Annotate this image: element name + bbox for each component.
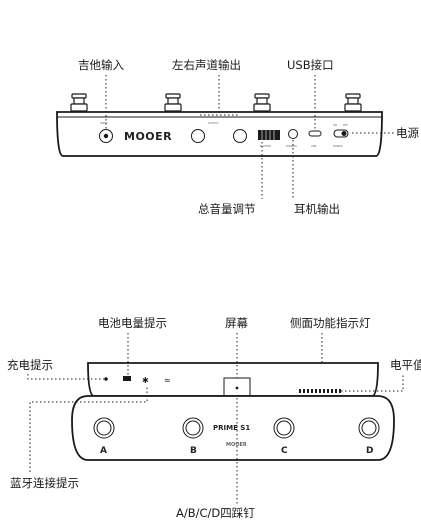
on-tag: ON	[333, 123, 337, 127]
label-side-indicator: 侧面功能指示灯	[290, 316, 371, 330]
footswitch-c: C	[273, 417, 295, 456]
master-tag: MASTER	[260, 144, 271, 148]
top-footswitch-knobs	[70, 93, 362, 112]
power-switch	[333, 129, 349, 138]
top-panel-view: ✱ ≈ A B	[71, 362, 395, 461]
guitar-input-jack	[99, 129, 113, 143]
label-master-volume: 总音量调节	[198, 202, 256, 216]
left-output-jack	[191, 129, 205, 143]
off-tag: OFF	[343, 123, 349, 127]
master-volume-wheel	[258, 130, 280, 140]
model-name: PRIME S1	[213, 424, 250, 432]
bottom-brand: MOOER	[226, 442, 247, 448]
footswitch-d-label: D	[366, 446, 373, 456]
right-output-jack	[233, 129, 247, 143]
phones-tag: PHONES	[286, 144, 297, 148]
bluetooth-icon: ✱	[142, 376, 149, 385]
footswitch-a-label: A	[100, 446, 107, 456]
label-level-indicator: 电平值	[390, 358, 421, 372]
usb-tag: USB	[311, 144, 317, 148]
rear-panel-callouts: 吉他输入 左右声道输出 USB接口 电源 总音量调节 耳机输出	[78, 58, 419, 216]
label-usb-port: USB接口	[287, 58, 334, 72]
wifi-icon: ≈	[164, 376, 171, 385]
label-screen: 屏幕	[225, 316, 248, 330]
label-lr-output: 左右声道输出	[172, 58, 241, 72]
usb-port	[308, 130, 322, 137]
battery-icon	[123, 376, 131, 381]
charge-led	[104, 377, 108, 381]
brand-logo: MOOER	[124, 130, 172, 143]
label-footswitches: A/B/C/D四踩钉	[176, 506, 255, 520]
headphone-jack	[288, 129, 298, 139]
label-headphone-out: 耳机输出	[294, 202, 340, 216]
footswitch-a: A	[93, 417, 115, 456]
level-meter	[299, 389, 341, 393]
footswitch-d: D	[358, 417, 380, 456]
output-tag: OUTPUT	[208, 121, 219, 125]
footswitch-b-label: B	[190, 446, 197, 456]
input-tag: INPUT	[100, 121, 108, 125]
footswitch-c-label: C	[281, 446, 288, 456]
label-guitar-input: 吉他输入	[78, 58, 124, 72]
footswitch-b: B	[182, 417, 204, 456]
front-display-strip	[87, 362, 379, 397]
label-bluetooth-indicator: 蓝牙连接提示	[10, 476, 79, 490]
pedal-body	[71, 395, 395, 461]
power-tag: POWER	[333, 144, 343, 148]
rear-panel-body	[56, 111, 383, 157]
label-charge-indicator: 充电提示	[7, 358, 53, 372]
label-battery-indicator: 电池电量提示	[98, 316, 167, 330]
top-panel-callouts: 电池电量提示 屏幕 侧面功能指示灯 充电提示 电平值 蓝牙连接提示 A/B/C/…	[7, 316, 421, 520]
rear-panel-view: INPUT MOOER OUTPUT MASTER PHONES USB ON …	[56, 93, 383, 157]
label-power: 电源	[396, 126, 419, 140]
